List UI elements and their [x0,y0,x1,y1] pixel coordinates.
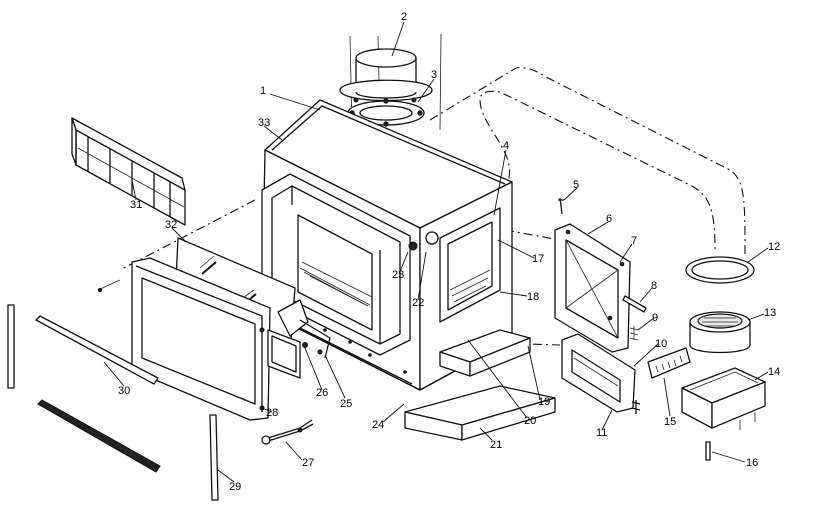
callout-27: 27 [302,457,314,469]
callout-16: 16 [746,457,758,469]
callout-25: 25 [340,398,352,410]
part-misc-rods [97,279,121,293]
part-top-grate [71,117,186,226]
part-hinge-pin [622,295,647,341]
callout-8: 8 [651,280,657,292]
part-round-grill [689,311,751,354]
callout-19: 19 [538,396,550,408]
part-ash-pan [681,367,766,430]
callout-15: 15 [664,416,676,428]
callout-10: 10 [655,338,667,350]
callout-12: 12 [768,241,780,253]
part-trim-rods [7,304,219,501]
callout-29: 29 [229,481,241,493]
callout-32: 32 [165,219,177,231]
callout-30: 30 [118,385,130,397]
callout-leaders [103,21,769,483]
callout-5: 5 [573,179,579,191]
callout-24: 24 [372,419,384,431]
callout-14: 14 [768,366,780,378]
callout-33: 33 [258,117,270,129]
callout-7: 7 [631,235,637,247]
callout-17: 17 [532,253,544,265]
callout-2: 2 [401,11,407,23]
callout-18: 18 [527,291,539,303]
part-latch-assembly [267,299,331,379]
callout-31: 31 [130,199,142,211]
callout-13: 13 [764,307,776,319]
part-gasket-ring [685,256,755,284]
part-pin [705,441,711,461]
part-vent-plate [647,347,691,379]
callout-23: 23 [392,269,404,281]
callout-22: 22 [412,297,424,309]
part-ash-door [561,333,641,414]
callout-3: 3 [431,69,437,81]
callout-6: 6 [606,213,612,225]
callout-labels: 1 2 3 4 5 6 7 8 9 10 11 12 13 14 15 16 1… [118,11,780,493]
callout-1: 1 [260,85,266,97]
part-ash-base [404,329,556,441]
callout-20: 20 [524,415,536,427]
callout-11: 11 [596,427,607,439]
callout-26: 26 [316,387,328,399]
callout-4: 4 [503,140,509,152]
part-stove-body [261,99,513,391]
callout-28: 28 [266,407,278,419]
callout-9: 9 [652,312,658,324]
part-side-door-panel [554,197,631,353]
part-door-handle [261,419,314,445]
callout-21: 21 [490,439,502,451]
